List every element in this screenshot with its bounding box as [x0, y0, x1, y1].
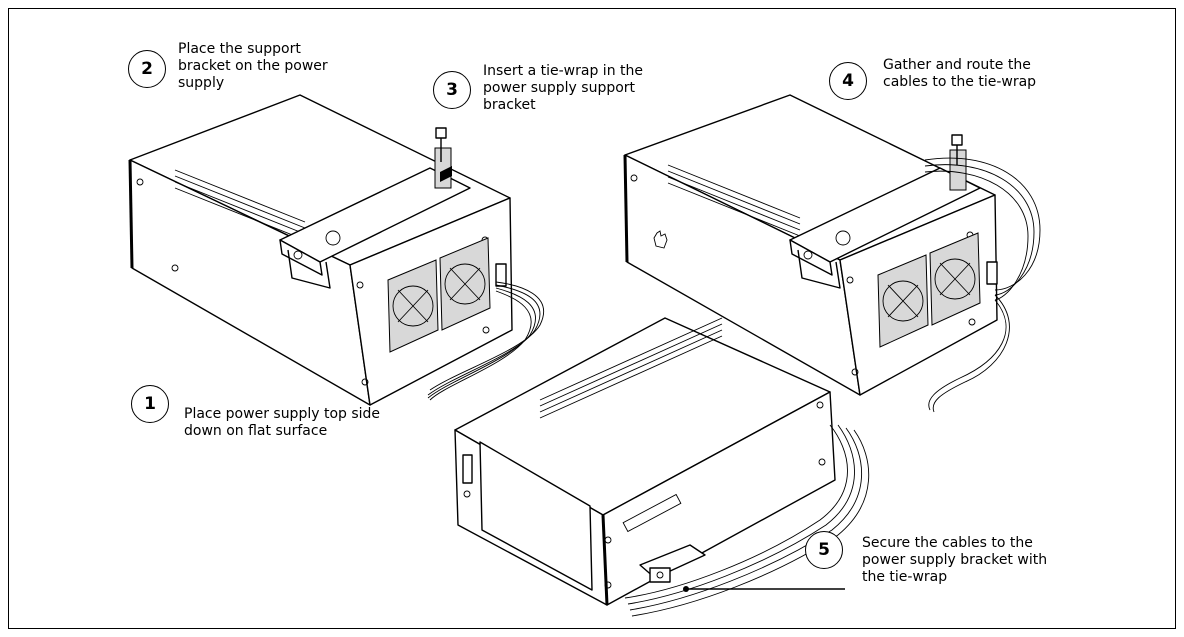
- fan-icon: [877, 254, 929, 348]
- step-number-3: 3: [433, 71, 471, 109]
- step-caption-4: Gather and route the cables to the tie-w…: [883, 57, 1037, 90]
- step-caption-5: Secure the cables to the power supply br…: [862, 535, 1048, 585]
- step-number-5: 5: [805, 531, 843, 569]
- step-number-2: 2: [128, 50, 166, 88]
- power-supply-unit-left: [128, 94, 544, 406]
- support-bracket: [639, 544, 706, 583]
- cable-bundle: [427, 281, 544, 401]
- support-bracket: [279, 147, 471, 289]
- hand-icon: [653, 230, 668, 249]
- step-caption-2: Place the support bracket on the power s…: [178, 41, 328, 91]
- fan-icon: [929, 232, 981, 326]
- step-number-4: 4: [829, 62, 867, 100]
- power-supply-unit-right: [623, 94, 1041, 413]
- fan-icon: [439, 237, 491, 331]
- power-supply-unit-bottom: [454, 317, 870, 617]
- tie-wrap: [435, 127, 447, 162]
- step-number-1: 1: [131, 385, 169, 423]
- support-bracket: [789, 149, 981, 289]
- fan-icon: [387, 259, 439, 353]
- step-caption-1: Place power supply top side down on flat…: [184, 406, 381, 439]
- cable-bundle: [924, 157, 1041, 413]
- tie-wrap: [951, 134, 963, 165]
- step-caption-3: Insert a tie-wrap in the power supply su…: [483, 63, 643, 113]
